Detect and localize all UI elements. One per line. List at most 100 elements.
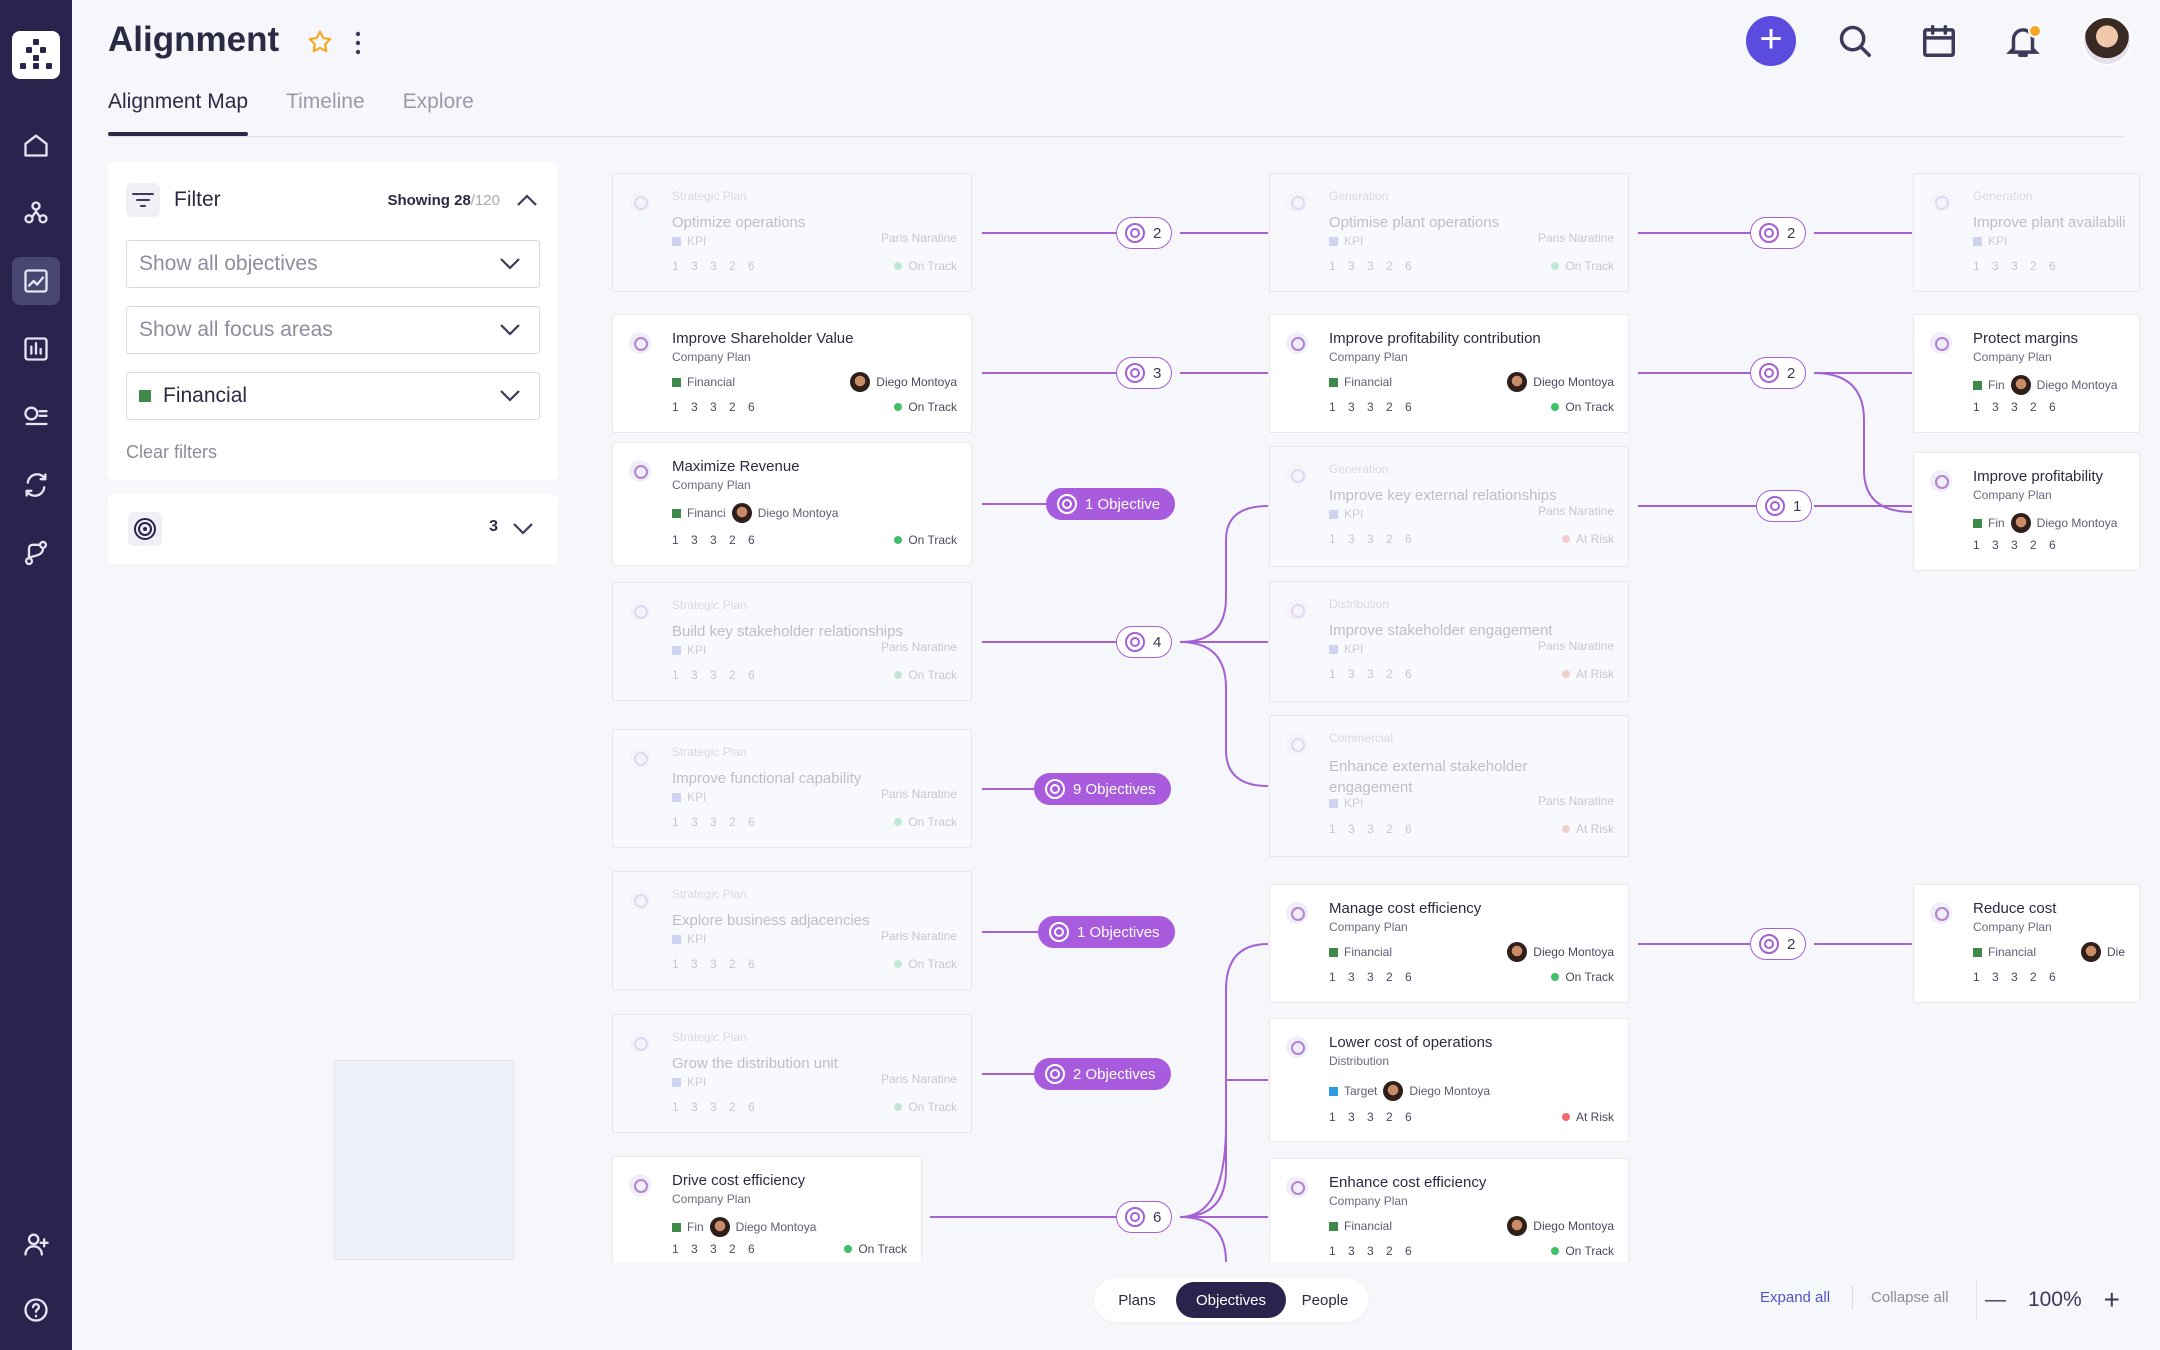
branch-icon[interactable] [12, 529, 60, 577]
trend-chart-icon[interactable] [12, 257, 60, 305]
area-select[interactable]: Financial [126, 372, 540, 420]
tab-alignment-map[interactable]: Alignment Map [108, 90, 249, 136]
card-title: Improve functional capability [672, 770, 862, 787]
card-owner: Paris Naratine [1538, 231, 1614, 245]
zoom-in-icon[interactable]: + [2103, 1284, 2120, 1315]
user-avatar[interactable] [2082, 16, 2132, 66]
calendar-icon[interactable] [1914, 16, 1964, 66]
objective-icon [629, 460, 651, 482]
sync-icon[interactable] [12, 461, 60, 509]
card-status: On Track [1551, 259, 1614, 273]
people-toggle[interactable]: People [1301, 1291, 1349, 1309]
link-count-pill[interactable]: 2 [1116, 217, 1173, 249]
chevron-down-icon [500, 324, 520, 336]
objective-count-pill[interactable]: 2 Objectives [1034, 1058, 1171, 1090]
report-icon[interactable] [12, 393, 60, 441]
plans-toggle[interactable]: Plans [1118, 1291, 1156, 1309]
card-owner-name: Diego Montoya [757, 506, 839, 520]
link-count-pill[interactable]: 2 [1750, 928, 1807, 960]
objective-count-pill[interactable]: 9 Objectives [1034, 773, 1171, 805]
card-owner-name: Paris Naratine [1537, 794, 1614, 808]
card-focus-area: Financial [1329, 945, 1392, 959]
home-icon[interactable] [12, 121, 60, 169]
filter-header[interactable]: Filter Showing 28/120 [126, 182, 538, 218]
clear-filters-link[interactable]: Clear filters [126, 442, 218, 462]
more-options-icon[interactable] [349, 28, 367, 58]
bar-chart-icon[interactable] [12, 325, 60, 373]
add-user-icon[interactable] [12, 1220, 60, 1268]
add-button[interactable]: + [1746, 16, 1796, 66]
favorite-star-icon[interactable] [306, 28, 334, 56]
card-status-label: At Risk [1575, 667, 1614, 681]
target-icon [1125, 632, 1145, 652]
link-count-pill[interactable]: 6 [1116, 1201, 1173, 1233]
card-status: On Track [894, 259, 957, 273]
link-count-pill[interactable]: 2 [1750, 217, 1807, 249]
card-stats: 1 3 3 2 6 [672, 815, 755, 829]
card-status: On Track [1551, 1244, 1614, 1258]
chevron-up-icon[interactable] [516, 193, 538, 207]
card-plan: Company Plan [1329, 920, 1408, 934]
card-title: Reduce cost [1973, 900, 2057, 917]
help-icon[interactable] [12, 1286, 60, 1334]
card-focus-area: KPI [1329, 507, 1363, 521]
card-title: Optimise plant operations [1329, 214, 1500, 231]
minimap[interactable] [334, 1060, 514, 1260]
chevron-down-icon[interactable] [512, 522, 534, 536]
card-owner-name: Paris Naratine [880, 1072, 957, 1086]
card-focus-label: Financial [1344, 1219, 1393, 1233]
card-stats: 1 3 3 2 6 [1973, 538, 2056, 552]
card-focus-label: KPI [687, 234, 707, 248]
card-plan: Company Plan [672, 1192, 751, 1206]
objective-icon [1286, 332, 1308, 354]
page-title: Alignment [108, 20, 280, 59]
expand-all-link[interactable]: Expand all [1760, 1289, 1831, 1306]
objective-level-panel[interactable]: 3 [108, 494, 558, 564]
collapse-all-link[interactable]: Collapse all [1871, 1289, 1949, 1306]
tab-explore[interactable]: Explore [402, 90, 474, 113]
card-owner: Diego Montoya [850, 372, 957, 392]
people-network-icon[interactable] [12, 189, 60, 237]
app-logo[interactable] [12, 31, 60, 79]
link-count-pill[interactable]: 1 [1756, 490, 1813, 522]
card-status: At Risk [1561, 1110, 1614, 1124]
tab-timeline[interactable]: Timeline [286, 90, 365, 113]
card-focus-area: Financial [1329, 375, 1392, 389]
link-count-pill[interactable]: 3 [1116, 357, 1173, 389]
link-count-pill[interactable]: 4 [1116, 626, 1173, 658]
focus-areas-select[interactable]: Show all focus areas [126, 306, 540, 354]
notification-bell-icon[interactable] [1998, 16, 2048, 66]
objective-icon [1286, 733, 1308, 755]
card-title: Protect margins [1973, 330, 2079, 347]
link-count-pill[interactable]: 2 [1750, 357, 1807, 389]
objective-count-pill[interactable]: 1 Objective [1046, 488, 1176, 520]
objectives-toggle[interactable]: Objectives [1176, 1282, 1286, 1318]
objectives-select[interactable]: Show all objectives [126, 240, 540, 288]
objective-count-pill[interactable]: 1 Objectives [1038, 916, 1175, 948]
zoom-out-icon[interactable]: — [1985, 1288, 2006, 1311]
target-icon [1759, 223, 1779, 243]
search-icon[interactable] [1830, 16, 1880, 66]
